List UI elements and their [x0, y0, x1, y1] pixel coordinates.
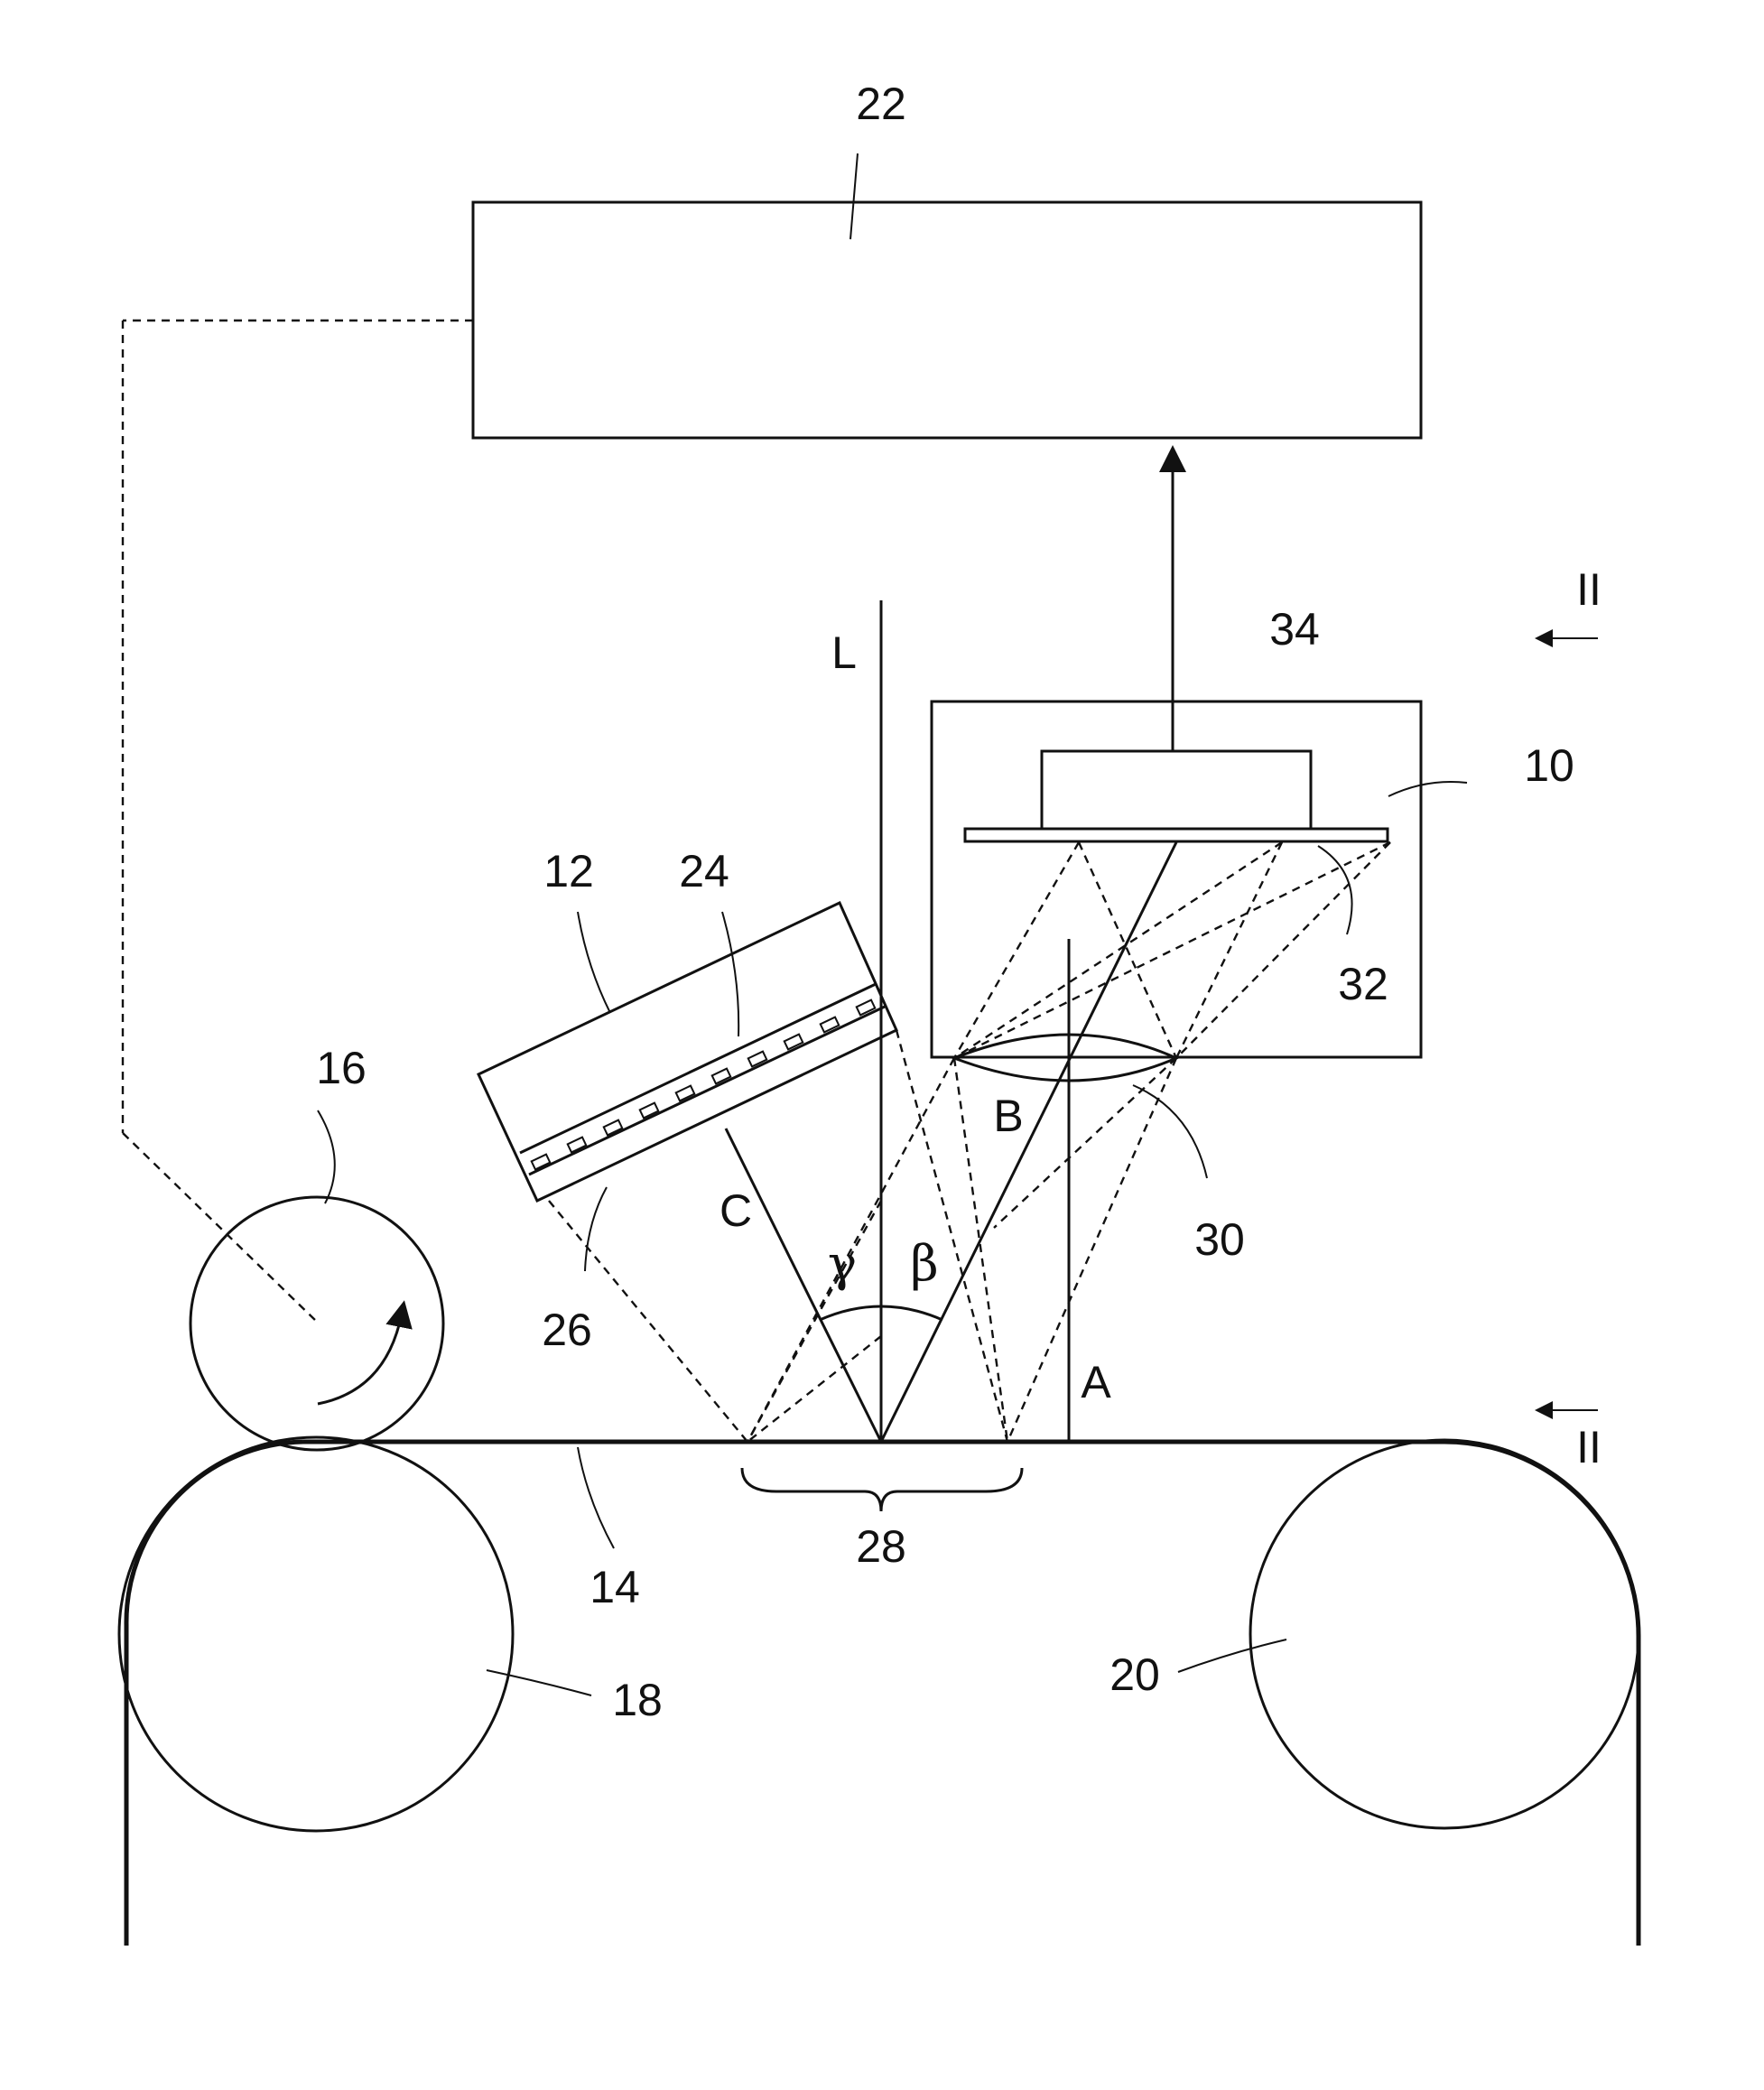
label-section-bottom: II [1576, 1422, 1602, 1472]
leader-20 [1178, 1639, 1286, 1672]
web-right-wrap [1444, 1442, 1639, 1946]
control-dashed-link-diagonal [123, 1133, 319, 1324]
label-B: B [993, 1091, 1023, 1141]
label-14: 14 [590, 1562, 640, 1612]
rotation-arrow-icon [318, 1314, 402, 1404]
leader-22 [850, 153, 858, 239]
label-22: 22 [856, 79, 906, 129]
leader-18 [487, 1670, 591, 1695]
label-34: 34 [1269, 604, 1320, 655]
light-source [478, 903, 896, 1201]
drive-roller-16 [190, 1197, 443, 1450]
leader-10 [1388, 782, 1467, 796]
label-section-top: II [1576, 564, 1602, 615]
label-gamma: γ [828, 1235, 857, 1292]
incident-ray-C [726, 1129, 881, 1442]
web-left-wrap [126, 1442, 303, 1946]
label-32: 32 [1338, 959, 1388, 1009]
inspection-region-brace [742, 1468, 1022, 1511]
label-16: 16 [316, 1043, 367, 1093]
label-A: A [1081, 1357, 1111, 1407]
leader-12 [578, 912, 610, 1013]
label-beta: β [910, 1235, 938, 1292]
label-18: 18 [612, 1675, 663, 1725]
label-26: 26 [542, 1305, 592, 1355]
leader-16 [318, 1110, 335, 1203]
label-L: L [831, 627, 857, 678]
label-C: C [720, 1185, 752, 1236]
leader-24 [722, 912, 738, 1036]
label-28: 28 [856, 1521, 906, 1572]
label-10: 10 [1524, 740, 1574, 791]
control-unit-box [473, 202, 1421, 438]
sensor-electronics-box [1042, 751, 1311, 829]
label-24: 24 [679, 846, 729, 896]
label-12: 12 [543, 846, 594, 896]
leader-32 [1318, 846, 1352, 934]
leader-14 [578, 1447, 614, 1548]
image-sensor-plate [965, 829, 1388, 841]
label-30: 30 [1194, 1214, 1245, 1265]
reflected-ray-B [881, 842, 1176, 1442]
label-20: 20 [1109, 1649, 1160, 1700]
